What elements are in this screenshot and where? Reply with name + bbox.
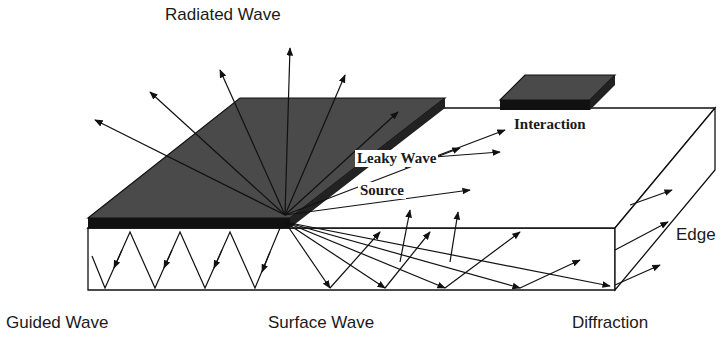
radiated-wave-label: Radiated Wave (165, 6, 281, 25)
surface-wave-label: Surface Wave (268, 314, 374, 333)
diffraction-label: Diffraction (572, 314, 648, 333)
substrate-front (88, 228, 615, 290)
substrate-side (615, 108, 715, 290)
patch-front (88, 218, 290, 228)
parasitic-front (500, 100, 590, 110)
parasitic-side (590, 75, 615, 110)
source-label: Source (358, 182, 406, 199)
patch-side (290, 98, 445, 228)
patch-top (88, 98, 445, 218)
interaction-label: Interaction (512, 116, 588, 133)
guided-wave-label: Guided Wave (6, 314, 108, 333)
leaky-wave-label: Leaky Wave (355, 150, 438, 167)
edge-label: Edge (676, 226, 716, 245)
